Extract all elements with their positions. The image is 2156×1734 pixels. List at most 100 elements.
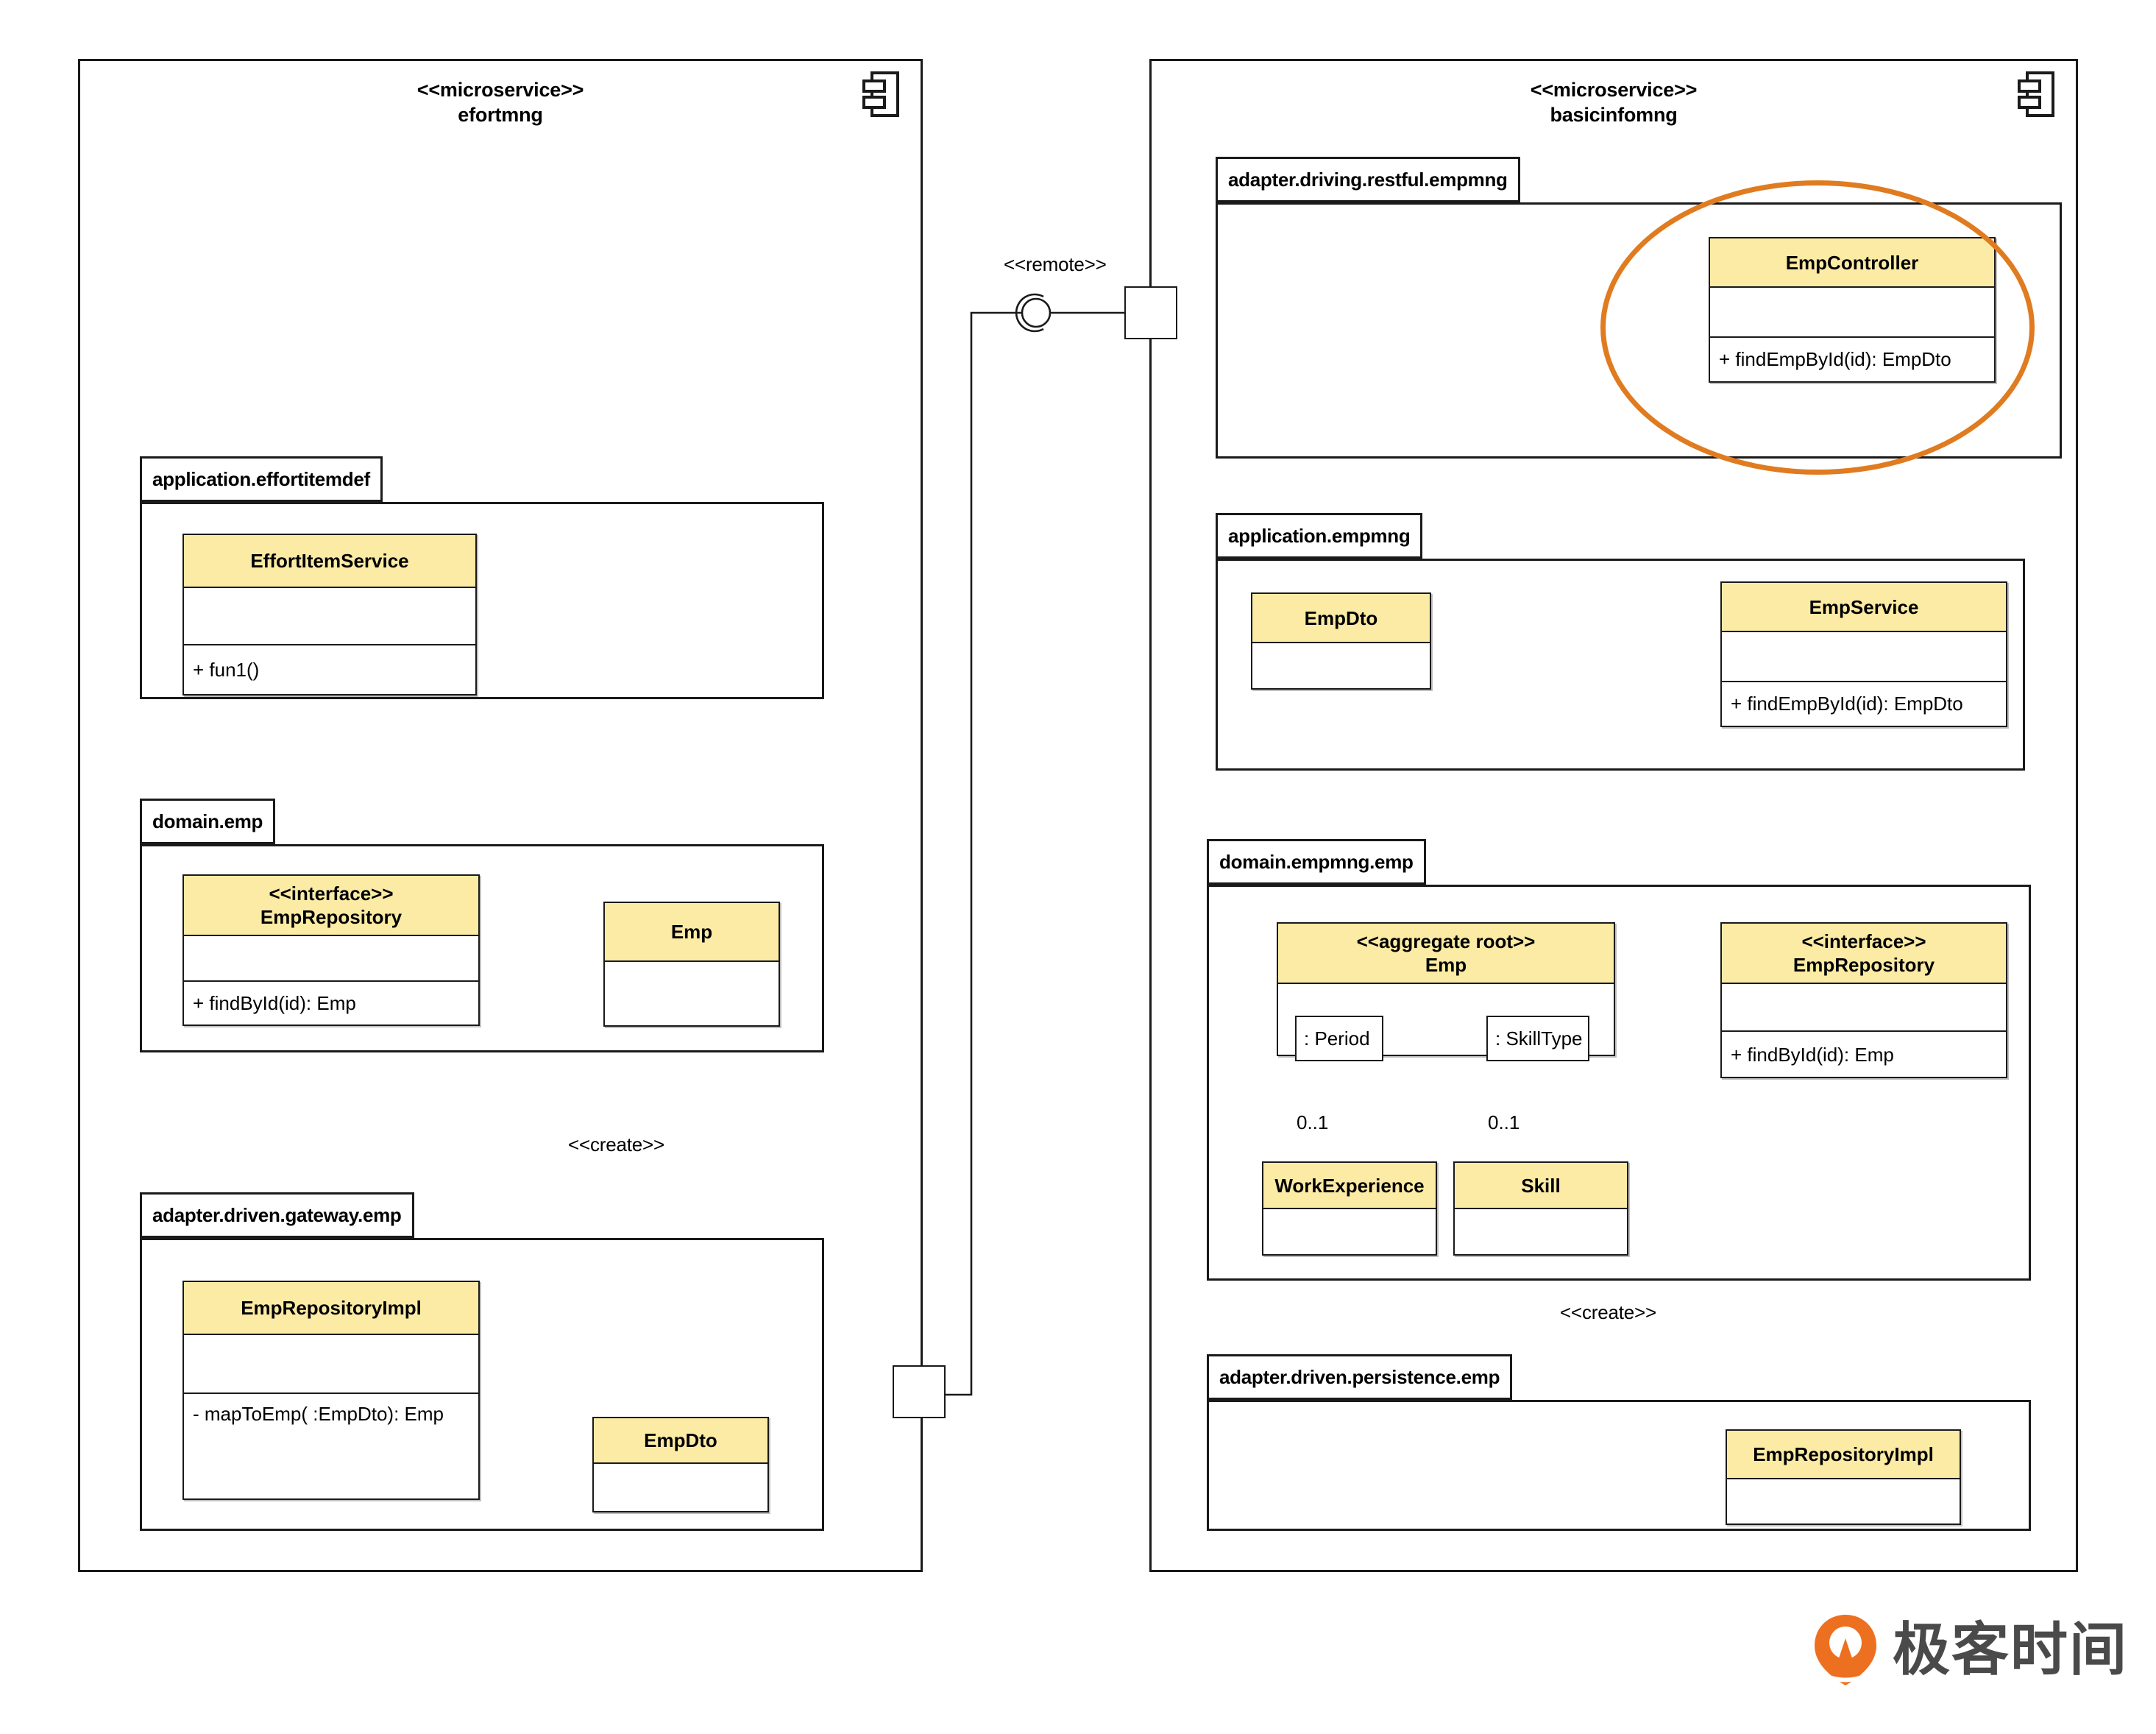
class-name: EmpDto (644, 1429, 717, 1451)
class-name: EffortItemService (250, 550, 409, 572)
highlight-ellipse-empcontroller (1600, 180, 2035, 475)
component-icon (862, 71, 899, 117)
component-icon (2018, 71, 2054, 117)
class-emprepository-left[interactable]: <<interface>> EmpRepository + findById(i… (182, 874, 480, 1026)
package-label: domain.emp (152, 810, 263, 832)
operation-label: + findEmpById(id): EmpDto (1731, 692, 1963, 715)
create-stereotype-text: <<create>> (568, 1133, 664, 1156)
class-emp-aggregate-header: <<aggregate root>> Emp (1278, 924, 1614, 984)
class-name: EmpService (1809, 595, 1919, 618)
class-emprepositoryimpl-left-operations: - mapToEmp( :EmpDto): Emp (184, 1394, 478, 1499)
class-emprepository-right-attributes (1722, 984, 2006, 1032)
multiplicity-text: 0..1 (1488, 1111, 1520, 1133)
package-adapter-driving-restful-empmng-tab: adapter.driving.restful.empmng (1216, 157, 1520, 202)
class-emprepositoryimpl-left-header: EmpRepositoryImpl (184, 1282, 478, 1335)
class-stereotype: <<aggregate root>> (1356, 930, 1536, 952)
class-empdto-left-header: EmpDto (594, 1418, 767, 1464)
class-emprepository-right-operations: + findById(id): Emp (1722, 1032, 2006, 1077)
class-empservice-attributes (1722, 632, 2006, 682)
class-emprepositoryimpl-left[interactable]: EmpRepositoryImpl - mapToEmp( :EmpDto): … (182, 1281, 480, 1500)
class-empdto-right-header: EmpDto (1252, 594, 1430, 643)
package-application-effortitemdef-tab: application.effortitemdef (140, 456, 383, 502)
remote-link-path (946, 311, 1039, 1396)
class-empdto-right[interactable]: EmpDto (1251, 592, 1431, 690)
class-skill[interactable]: Skill (1453, 1161, 1628, 1256)
class-emp-left[interactable]: Emp (603, 902, 780, 1027)
class-name: EmpRepository (260, 906, 403, 928)
class-empservice-header: EmpService (1722, 583, 2006, 632)
package-label: domain.empmng.emp (1219, 850, 1414, 873)
class-empdto-left-attributes (594, 1464, 767, 1512)
class-stereotype: <<interface>> (1801, 930, 1926, 952)
class-skill-attributes (1455, 1209, 1627, 1253)
provided-interface-ball (1021, 297, 1052, 328)
assoc-end-label: : SkillType (1495, 1027, 1583, 1050)
geektime-logo-text: 极客时间 (1893, 1617, 2129, 1683)
package-label: adapter.driven.persistence.emp (1219, 1365, 1500, 1388)
class-effortitemservice[interactable]: EffortItemService + fun1() (182, 534, 477, 696)
class-emprepository-right-header: <<interface>> EmpRepository (1722, 924, 2006, 984)
package-label: adapter.driven.gateway.emp (152, 1203, 402, 1226)
port-efortmng-outbound[interactable] (893, 1365, 946, 1418)
operation-label: + fun1() (193, 659, 260, 681)
class-effortitemservice-attributes (184, 588, 475, 645)
package-application-empmng-tab: application.empmng (1216, 513, 1423, 559)
class-emprepositoryimpl-right-header: EmpRepositoryImpl (1727, 1431, 1960, 1479)
class-empservice[interactable]: EmpService + findEmpById(id): EmpDto (1720, 581, 2007, 727)
label-remote: <<remote>> (1004, 253, 1107, 276)
class-name: EmpDto (1304, 606, 1378, 629)
class-name: Emp (670, 921, 713, 943)
class-emprepository-left-header: <<interface>> EmpRepository (184, 876, 478, 936)
label-create-right: <<create>> (1560, 1301, 1656, 1324)
multiplicity-period: 0..1 (1297, 1111, 1328, 1134)
class-emp-left-attributes (605, 962, 779, 1026)
class-effortitemservice-operations: + fun1() (184, 645, 475, 695)
port-basicinfomng-inbound[interactable] (1124, 286, 1177, 339)
package-label: adapter.driving.restful.empmng (1228, 168, 1508, 191)
class-stereotype: <<interface>> (269, 882, 394, 905)
class-name: EmpRepositoryImpl (241, 1297, 422, 1319)
class-emp-left-header: Emp (605, 903, 779, 962)
class-emprepositoryimpl-right[interactable]: EmpRepositoryImpl (1726, 1429, 1961, 1525)
class-name: WorkExperience (1274, 1174, 1425, 1197)
class-empservice-operations: + findEmpById(id): EmpDto (1722, 682, 2006, 725)
operation-label: + findById(id): Emp (1731, 1043, 1894, 1066)
package-label: application.effortitemdef (152, 467, 370, 490)
package-label: application.empmng (1228, 524, 1411, 547)
class-workexperience-attributes (1263, 1209, 1436, 1253)
microservice-efortmng-title: <<microservice>> efortmng (78, 77, 923, 127)
microservice-efortmng-stereotype: <<microservice>> (416, 79, 584, 101)
class-name: EmpRepositoryImpl (1753, 1443, 1934, 1465)
multiplicity-text: 0..1 (1297, 1111, 1329, 1133)
class-empdto-right-attributes (1252, 643, 1430, 689)
class-emprepository-left-operations: + findById(id): Emp (184, 982, 478, 1025)
class-emprepository-right[interactable]: <<interface>> EmpRepository + findById(i… (1720, 922, 2007, 1078)
create-stereotype-text: <<create>> (1560, 1301, 1656, 1323)
remote-stereotype-text: <<remote>> (1004, 253, 1107, 275)
microservice-basicinfomng-stereotype: <<microservice>> (1530, 79, 1698, 101)
class-emprepositoryimpl-right-attributes (1727, 1479, 1960, 1525)
class-workexperience[interactable]: WorkExperience (1262, 1161, 1437, 1256)
class-effortitemservice-header: EffortItemService (184, 535, 475, 588)
class-name: EmpRepository (1792, 954, 1935, 976)
geektime-logo-mark (1812, 1613, 1879, 1687)
class-emprepositoryimpl-left-attributes (184, 1335, 478, 1394)
class-empdto-left[interactable]: EmpDto (592, 1417, 769, 1512)
class-name: Skill (1521, 1174, 1561, 1197)
operation-label: + findById(id): Emp (193, 992, 356, 1014)
package-adapter-driven-persistence-emp-tab: adapter.driven.persistence.emp (1207, 1354, 1513, 1400)
microservice-efortmng-name: efortmng (458, 104, 543, 126)
microservice-basicinfomng-title: <<microservice>> basicinfomng (1149, 77, 2078, 127)
package-domain-emp-tab: domain.emp (140, 799, 276, 844)
package-domain-empmng-emp-tab: domain.empmng.emp (1207, 839, 1426, 885)
geektime-logo: 极客时间 (1812, 1613, 2128, 1687)
label-create-left: <<create>> (568, 1133, 664, 1156)
class-workexperience-header: WorkExperience (1263, 1163, 1436, 1209)
operation-label: - mapToEmp( :EmpDto): Emp (193, 1403, 444, 1425)
assoc-end-label: : Period (1304, 1027, 1370, 1050)
class-emprepository-left-attributes (184, 936, 478, 982)
class-skill-header: Skill (1455, 1163, 1627, 1209)
microservice-basicinfomng-name: basicinfomng (1550, 104, 1678, 126)
multiplicity-skilltype: 0..1 (1488, 1111, 1520, 1134)
socket-arc (1015, 293, 1044, 333)
